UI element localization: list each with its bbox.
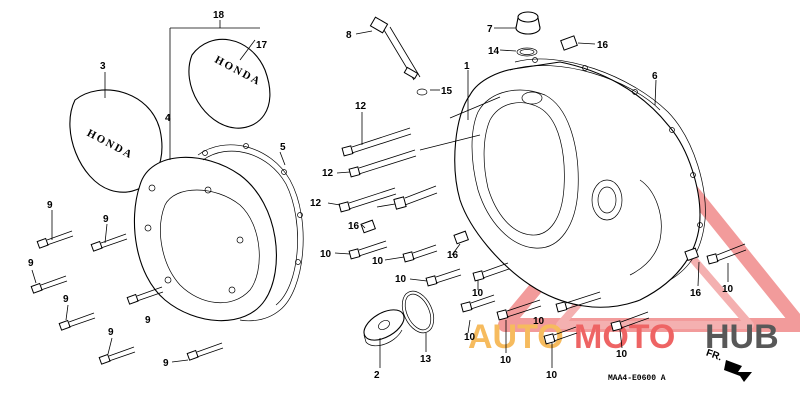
callout-10c: 10 <box>395 274 407 285</box>
callout-10h: 10 <box>546 370 558 381</box>
callout-5: 5 <box>280 142 286 153</box>
callout-14: 14 <box>488 46 500 57</box>
callout-9e: 9 <box>63 294 69 305</box>
callout-1: 1 <box>464 61 470 72</box>
bolt-9c <box>30 275 68 294</box>
oil-cap-7 <box>515 11 541 35</box>
bolt-9a <box>36 230 74 249</box>
housing-1 <box>454 61 701 308</box>
callout-12a: 12 <box>355 101 367 112</box>
cover-ring-4 <box>133 156 277 322</box>
leader-lines-left <box>31 20 286 363</box>
dowel-16-mid <box>360 219 469 245</box>
callout-16-top: 16 <box>597 40 609 51</box>
bolts-12 <box>338 127 417 213</box>
callout-10f: 10 <box>533 316 545 327</box>
callout-2: 2 <box>374 370 380 381</box>
o-ring-14 <box>516 47 538 57</box>
callout-10e: 10 <box>464 332 476 343</box>
bolts-9 <box>30 230 224 365</box>
callout-9g: 9 <box>163 358 169 369</box>
callout-16-right: 16 <box>690 288 702 299</box>
gasket-5 <box>197 143 304 322</box>
callout-18: 18 <box>213 10 225 21</box>
callout-labels: 3 18 17 4 5 9 9 9 9 9 9 9 8 15 7 14 16 1… <box>28 10 734 381</box>
callout-10b: 10 <box>372 256 384 267</box>
callout-12b: 12 <box>322 168 334 179</box>
direction-label: FR. <box>704 348 723 364</box>
bolt-9g <box>186 342 224 361</box>
bolt-9d <box>126 286 164 305</box>
watermark-hub: HUB <box>705 318 779 356</box>
diagram-code: MAA4-E0600 A <box>608 374 666 383</box>
dowel-16-right <box>684 247 699 262</box>
callout-10g: 10 <box>500 355 512 366</box>
callout-9a: 9 <box>47 200 53 211</box>
bolts-10 <box>348 240 747 345</box>
o-ring-15 <box>416 88 428 96</box>
bolt-11 <box>393 185 438 210</box>
callout-12c: 12 <box>310 198 322 209</box>
callout-8: 8 <box>346 30 352 41</box>
gasket-6 <box>514 57 706 281</box>
cover-3: HONDA <box>69 89 163 193</box>
callout-10d: 10 <box>472 288 484 299</box>
oil-filler-8 <box>369 16 421 81</box>
bolt-9f <box>98 346 136 365</box>
washer-2 <box>363 309 405 347</box>
callout-7: 7 <box>487 24 493 35</box>
leader-lines-center <box>327 27 729 368</box>
callout-9b: 9 <box>103 214 109 225</box>
o-ring-13 <box>401 290 435 334</box>
callout-3: 3 <box>100 61 106 72</box>
callout-16-low: 16 <box>447 250 459 261</box>
dowel-16-top <box>560 35 578 51</box>
arrow-right-icon <box>724 360 752 382</box>
callout-6: 6 <box>652 71 658 82</box>
bolt-9e <box>58 312 96 331</box>
callout-4: 4 <box>165 113 171 124</box>
cover-17: HONDA <box>188 38 271 129</box>
bolt-9b <box>90 233 128 252</box>
callout-9d: 9 <box>145 315 151 326</box>
direction-indicator: FR. <box>704 348 752 382</box>
callout-9f: 9 <box>108 327 114 338</box>
callout-10i: 10 <box>616 349 628 360</box>
callout-9c: 9 <box>28 258 34 269</box>
callout-16-mid: 16 <box>348 221 360 232</box>
callout-15: 15 <box>441 86 453 97</box>
callout-10a: 10 <box>320 249 332 260</box>
callout-13: 13 <box>420 354 432 365</box>
callout-17: 17 <box>256 40 268 51</box>
watermark-moto: MOTO <box>574 318 675 356</box>
callout-10j: 10 <box>722 284 734 295</box>
